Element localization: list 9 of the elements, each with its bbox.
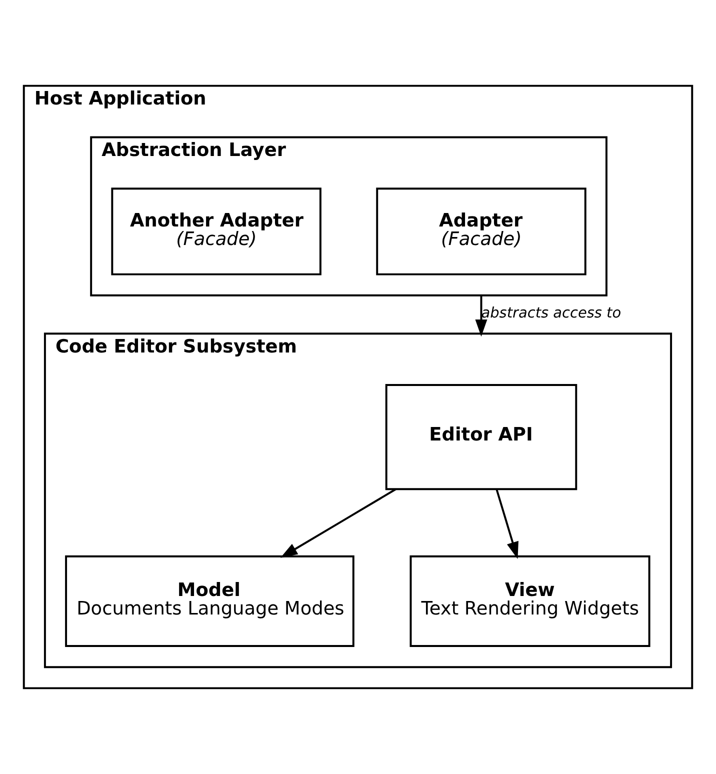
node-box: Another Adapter (Facade) (111, 188, 322, 276)
node-box: View Text Rendering Widgets (410, 555, 650, 647)
node-box: Editor API (385, 384, 578, 490)
arrow (280, 488, 396, 558)
arrow (475, 295, 488, 337)
arrow (496, 489, 518, 560)
edge-label: abstracts access to (481, 306, 622, 322)
node-box: Adapter (Facade) (376, 188, 586, 276)
node-box: Model Documents Language Modes (65, 555, 354, 647)
